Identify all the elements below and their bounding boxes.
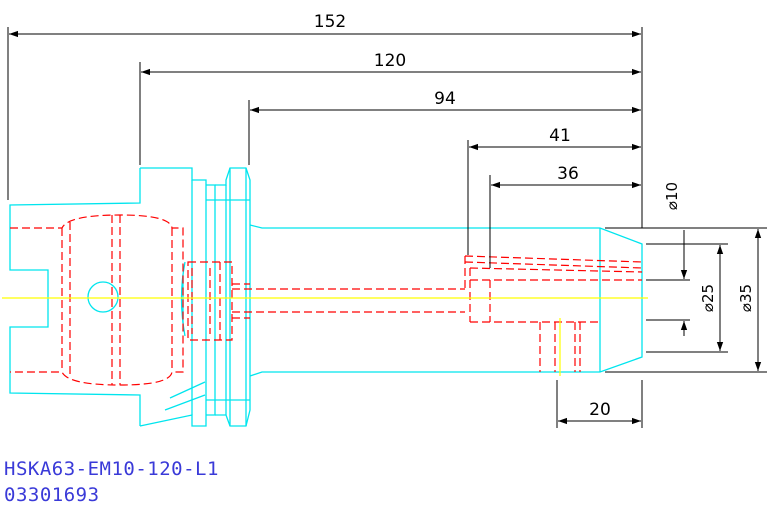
dia-text-25: ⌀25 xyxy=(699,284,717,312)
gripper-groove xyxy=(206,184,216,416)
hidden-lines xyxy=(10,214,643,386)
dim-text-41: 41 xyxy=(549,126,571,146)
dia-text-10: ⌀10 xyxy=(663,182,681,210)
dim-text-152: 152 xyxy=(314,12,346,32)
tool-outline xyxy=(9,167,643,427)
hsk-shank-outline xyxy=(9,168,141,426)
dim-text-120: 120 xyxy=(374,51,406,71)
cross-hole xyxy=(87,281,119,313)
part-number: HSKA63-EM10-120-L1 xyxy=(4,458,219,480)
dia-text-35: ⌀35 xyxy=(737,284,755,312)
body-outline xyxy=(249,224,643,377)
dim-text-20: 20 xyxy=(589,400,611,420)
dim-text-36: 36 xyxy=(557,164,579,184)
clamping-bore xyxy=(464,255,643,273)
hsk-cavity xyxy=(10,214,184,386)
center-lines xyxy=(2,297,648,376)
coolant-screw xyxy=(187,261,233,341)
dim-text-94: 94 xyxy=(434,89,456,109)
flange-outline xyxy=(139,167,207,427)
part-code: 03301693 xyxy=(4,484,100,506)
dimension-lines xyxy=(7,27,767,428)
